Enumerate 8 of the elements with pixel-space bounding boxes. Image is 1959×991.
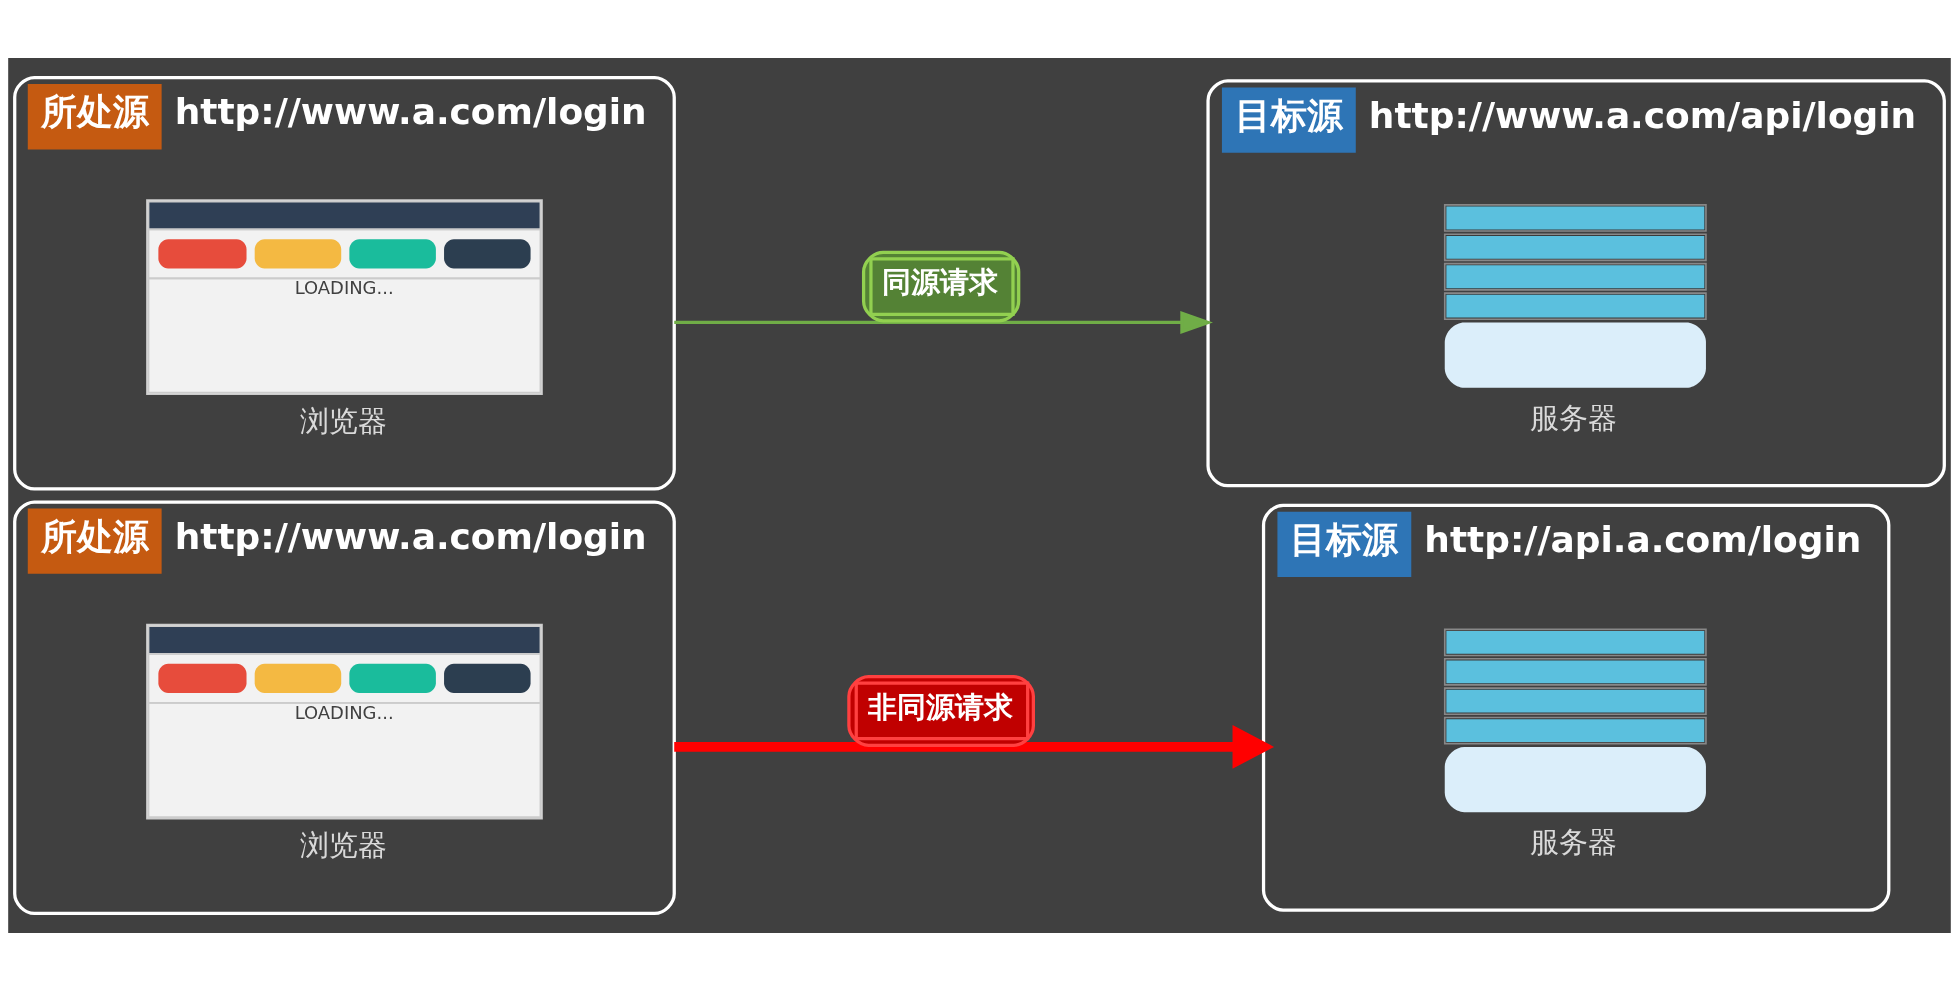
arrow [674, 311, 1213, 334]
arrow [674, 725, 1275, 769]
edge-label: 同源请求 [882, 265, 999, 300]
node-label: 浏览器 [299, 403, 387, 438]
node-label: 服务器 [1530, 825, 1618, 860]
edge-label: 非同源请求 [867, 689, 1013, 724]
node-label: 服务器 [1530, 400, 1618, 435]
node-label: 浏览器 [299, 828, 387, 863]
